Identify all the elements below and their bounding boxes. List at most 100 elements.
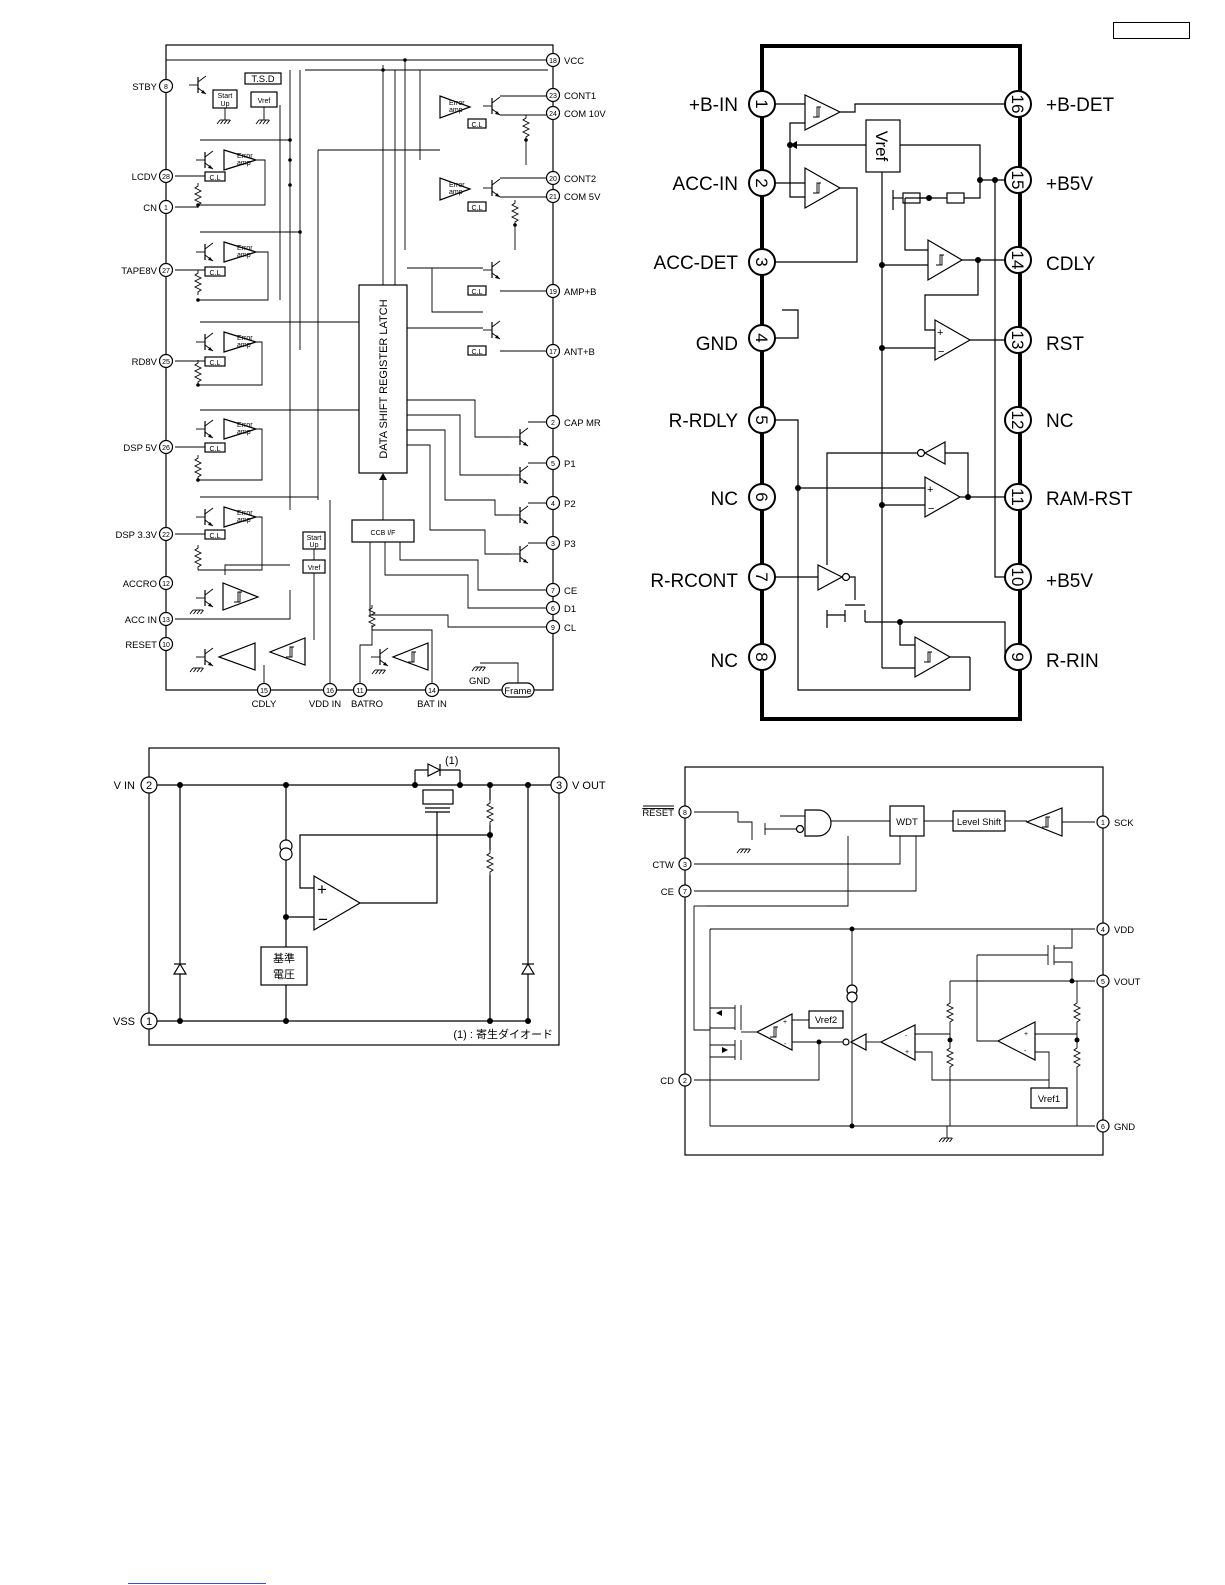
pin-label: V IN bbox=[114, 780, 135, 792]
pin-label: ACCRO bbox=[123, 579, 157, 590]
page-number-box bbox=[1113, 22, 1190, 39]
svg-text:Up: Up bbox=[310, 542, 319, 549]
pin-label: DSP 3.3V bbox=[115, 530, 157, 541]
pin-label: LCDV bbox=[132, 172, 158, 183]
pin-label: BATRO bbox=[351, 699, 383, 710]
svg-text:C.L: C.L bbox=[472, 205, 483, 212]
diode-mark: (1) bbox=[445, 755, 458, 767]
footer-link-underline bbox=[128, 1583, 266, 1584]
svg-text:Error: Error bbox=[449, 100, 465, 107]
svg-text:Error: Error bbox=[237, 422, 253, 429]
svg-text:13: 13 bbox=[1008, 331, 1027, 350]
svg-text:Start: Start bbox=[218, 93, 233, 100]
svg-text:−: − bbox=[928, 503, 934, 515]
pin-label: RESET bbox=[642, 808, 674, 819]
pin-label: P1 bbox=[564, 459, 576, 470]
svg-text:2: 2 bbox=[551, 420, 555, 427]
svg-text:C.L: C.L bbox=[210, 175, 221, 182]
pin-label: +B5V bbox=[1046, 174, 1093, 195]
pin-label: VOUT bbox=[1114, 977, 1141, 988]
svg-text:5: 5 bbox=[1101, 979, 1105, 986]
svg-text:14: 14 bbox=[1008, 251, 1027, 270]
svg-text:+: + bbox=[317, 880, 327, 899]
svg-text:C.L: C.L bbox=[210, 446, 221, 453]
pin-label: R-RIN bbox=[1046, 651, 1099, 672]
pin-label: CAP MR bbox=[564, 418, 601, 429]
svg-text:15: 15 bbox=[1008, 171, 1027, 190]
svg-text:1: 1 bbox=[164, 205, 168, 212]
svg-text:3: 3 bbox=[752, 257, 771, 266]
svg-text:28: 28 bbox=[162, 174, 170, 181]
pin-label: CTW bbox=[652, 860, 674, 871]
wdt-label: WDT bbox=[896, 817, 918, 828]
svg-text:-: - bbox=[1024, 1048, 1027, 1055]
reset-ic-block-diagram: Vref + bbox=[650, 44, 1133, 721]
svg-text:amp: amp bbox=[237, 160, 251, 167]
vref2-label: Vref2 bbox=[815, 1015, 837, 1026]
watchdog-ic-block-diagram: WDT Level Shift bbox=[642, 766, 1141, 1156]
pin-label: TAPE8V bbox=[121, 266, 157, 277]
svg-text:23: 23 bbox=[549, 93, 557, 100]
svg-text:5: 5 bbox=[752, 415, 771, 424]
pin-label: AMP+B bbox=[564, 287, 596, 298]
svg-text:−: − bbox=[938, 346, 944, 358]
pin-label: +B-DET bbox=[1046, 95, 1114, 116]
svg-text:10: 10 bbox=[162, 642, 170, 649]
pin-label: VSS bbox=[113, 1016, 135, 1028]
svg-text:−: − bbox=[318, 910, 328, 929]
svg-text:13: 13 bbox=[162, 617, 170, 624]
svg-text:amp: amp bbox=[449, 107, 463, 114]
svg-text:4: 4 bbox=[1101, 927, 1105, 934]
svg-text:19: 19 bbox=[549, 289, 557, 296]
svg-text:26: 26 bbox=[162, 445, 170, 452]
pin-label: RST bbox=[1046, 334, 1084, 355]
svg-text:1: 1 bbox=[752, 99, 771, 108]
pin-label: VDD bbox=[1114, 925, 1134, 936]
svg-text:Vref: Vref bbox=[258, 98, 271, 105]
svg-text:8: 8 bbox=[752, 652, 771, 661]
svg-text:1: 1 bbox=[146, 1016, 152, 1028]
svg-text:5: 5 bbox=[551, 461, 555, 468]
svg-text:14: 14 bbox=[428, 688, 436, 695]
svg-text:4: 4 bbox=[551, 501, 555, 508]
pin-label: GND bbox=[1114, 1122, 1135, 1133]
svg-text:C.L: C.L bbox=[210, 270, 221, 277]
svg-text:-: - bbox=[784, 1041, 787, 1048]
pin-label: ACC IN bbox=[125, 615, 157, 626]
svg-text:Vref: Vref bbox=[308, 565, 321, 572]
frame-label: Frame bbox=[504, 686, 531, 697]
svg-text:電圧: 電圧 bbox=[273, 968, 295, 981]
svg-text:6: 6 bbox=[1101, 1124, 1105, 1131]
pin-label: COM 10V bbox=[564, 109, 606, 120]
pin-label: +B-IN bbox=[689, 95, 738, 116]
pin-label: NC bbox=[1046, 411, 1073, 432]
svg-text:amp: amp bbox=[449, 189, 463, 196]
svg-text:+: + bbox=[1024, 1031, 1028, 1038]
svg-text:C.L: C.L bbox=[472, 289, 483, 296]
svg-text:15: 15 bbox=[260, 688, 268, 695]
pin-label: CL bbox=[564, 623, 576, 634]
svg-text:Error: Error bbox=[237, 153, 253, 160]
svg-text:-: - bbox=[905, 1033, 908, 1040]
svg-text:16: 16 bbox=[326, 688, 334, 695]
svg-text:+: + bbox=[905, 1049, 909, 1056]
svg-text:12: 12 bbox=[162, 581, 170, 588]
pin-label: V OUT bbox=[572, 780, 606, 792]
svg-text:3: 3 bbox=[683, 862, 687, 869]
svg-text:Start: Start bbox=[307, 535, 322, 542]
svg-text:16: 16 bbox=[1008, 95, 1027, 114]
pin-label: CDLY bbox=[252, 699, 277, 710]
svg-text:+: + bbox=[783, 1019, 787, 1026]
pin-label: R-RCONT bbox=[650, 571, 738, 592]
svg-text:12: 12 bbox=[1008, 411, 1027, 430]
pin-label: NC bbox=[711, 489, 738, 510]
shift-register-label: DATA SHIFT REGISTER LATCH bbox=[378, 299, 390, 458]
parasitic-diode-note: (1) : 寄生ダイオード bbox=[453, 1027, 553, 1041]
svg-text:Error: Error bbox=[237, 245, 253, 252]
svg-text:25: 25 bbox=[162, 359, 170, 366]
pin-label: SCK bbox=[1114, 818, 1134, 829]
svg-text:4: 4 bbox=[752, 333, 771, 342]
pin-label: ACC-DET bbox=[654, 253, 739, 274]
svg-text:1: 1 bbox=[1101, 820, 1105, 827]
pin-label: STBY bbox=[132, 82, 157, 93]
